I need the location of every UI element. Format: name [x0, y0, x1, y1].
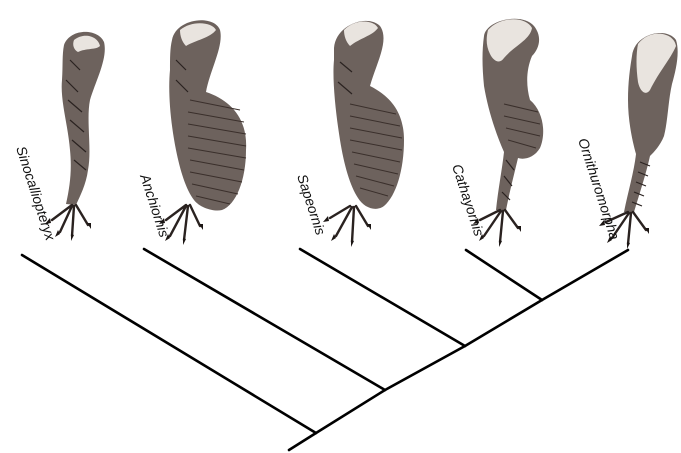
leg-illustration-cathayornis	[473, 19, 543, 247]
branch-sinocalliopteryx	[22, 255, 316, 433]
taxon-label-sinocalliopteryx: Sinocalliopteryx	[13, 144, 59, 243]
leg-illustration-sinocalliopteryx	[45, 32, 105, 241]
branch-ornithuromorpha	[542, 250, 628, 300]
root-stem	[289, 433, 316, 450]
branch-internal-2	[385, 346, 465, 390]
branch-internal-3	[465, 300, 542, 346]
taxon-label-sapeornis: Sapeornis	[294, 172, 329, 237]
taxon-label-anchiornis: Anchiornis	[137, 171, 173, 239]
taxon-label-cathayornis: Cathayornis	[449, 162, 487, 238]
branch-cathayornis	[466, 250, 542, 300]
branch-internal-1	[316, 390, 385, 433]
cladogram-branches	[22, 249, 628, 450]
leg-illustration-anchiornis	[159, 20, 246, 245]
leg-illustration-sapeornis	[323, 21, 404, 247]
branch-sapeornis	[300, 249, 465, 346]
branch-anchiornis	[144, 249, 385, 390]
